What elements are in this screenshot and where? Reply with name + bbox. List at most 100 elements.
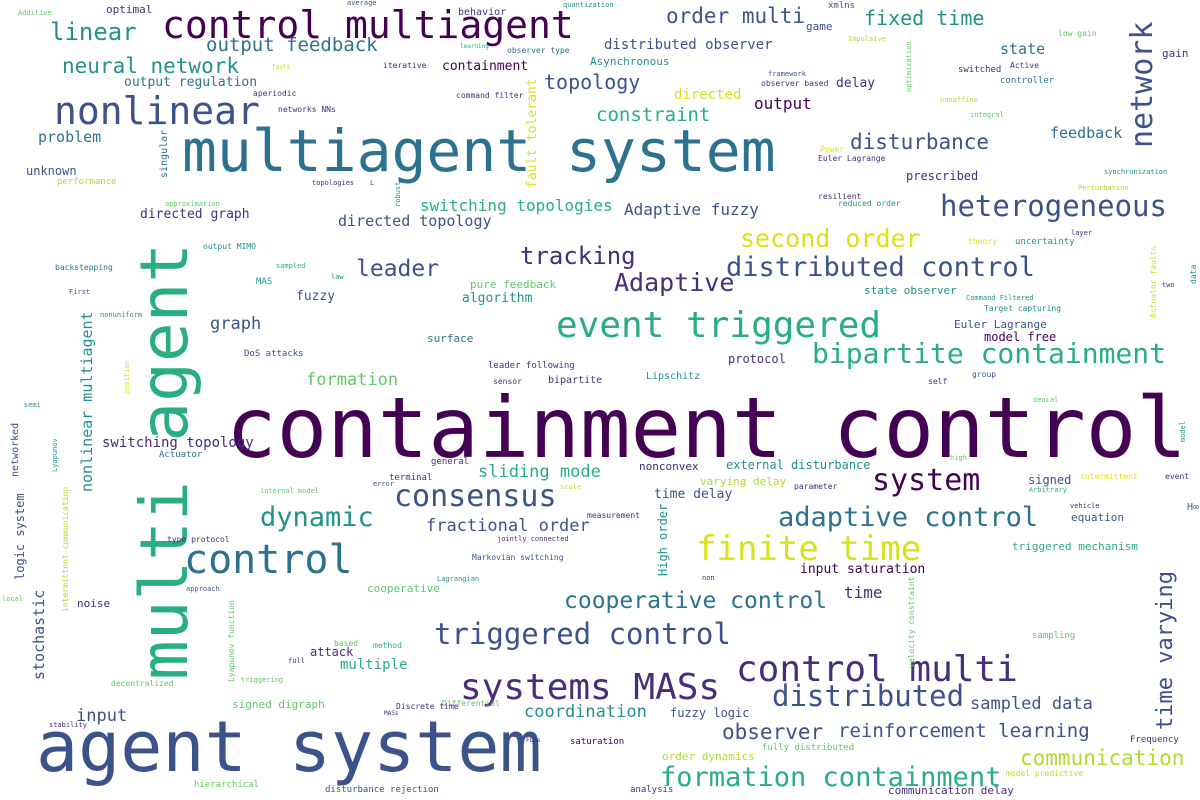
word-attack: attack (310, 645, 354, 659)
word-formation-containment: formation containment (660, 762, 1002, 793)
word-protocol: protocol (728, 352, 786, 366)
word-tracking: tracking (520, 242, 636, 270)
word-controller: controller (1000, 76, 1055, 86)
word-stability: stability (49, 721, 87, 729)
word-fully-distributed: fully distributed (762, 743, 855, 753)
word-intermittent-communication: intermittent communication (61, 486, 70, 612)
word-unknown: unknown (26, 164, 77, 178)
word-semi: semi (24, 401, 41, 409)
word-cooperative-control: cooperative control (564, 588, 828, 614)
word-order-multi: order multi (666, 4, 806, 28)
word-system: system (872, 463, 981, 498)
word-triggering: triggering (241, 676, 284, 684)
word-consensus: consensus (394, 479, 557, 514)
word-iterative: iterative (383, 61, 427, 70)
word-aperiodic: aperiodic (253, 89, 297, 98)
word-sampling: sampling (1032, 631, 1076, 641)
word-synchronization: synchronization (1104, 168, 1168, 176)
word-target-capturing: Target capturing (984, 304, 1062, 313)
word-euler-lagrange-small: Euler Lagrange (818, 154, 886, 163)
word-xmlns: xmlns (828, 1, 856, 11)
word-non: non (702, 574, 715, 582)
word-sampled-data: sampled data (970, 694, 1093, 714)
word-order-dynamics: order dynamics (662, 750, 755, 763)
word-fuzzy-logic: fuzzy logic (670, 706, 750, 720)
word-delay: delay (836, 76, 876, 91)
word-differential: Differential (442, 699, 500, 708)
word-noise: noise (77, 597, 111, 610)
word-method: method (373, 641, 402, 650)
word-singular: singular (159, 129, 170, 178)
word-integral: integral (970, 111, 1004, 119)
word-topologies: topologies (312, 179, 355, 187)
word-time-varying: time varying (1153, 571, 1178, 730)
word-h-infinity: H∞ (1187, 502, 1200, 513)
word-networked: networked (10, 422, 21, 477)
word-dynamic: dynamic (260, 502, 374, 533)
word-switched: switched (958, 65, 1002, 75)
word-surface: surface (427, 332, 474, 345)
word-model-free: model free (984, 330, 1057, 344)
word-triggered-mechanism: triggered mechanism (1012, 540, 1138, 553)
word-game: game (806, 20, 833, 33)
word-disturbance-rejection: disturbance rejection (325, 785, 439, 795)
word-command-filter: command filter (456, 91, 524, 100)
word-disturbance: disturbance (850, 130, 990, 154)
word-fault-tolerant: fault tolerant (525, 78, 540, 188)
word-high-order: High order (656, 503, 670, 576)
word-time: time (844, 583, 883, 602)
word-logic-system: logic system (13, 493, 27, 580)
word-multiple: multiple (340, 657, 408, 673)
word-type-protocol: type protocol (167, 535, 230, 544)
word-general: general (431, 457, 469, 467)
word-adaptive-control: adaptive control (778, 502, 1039, 533)
word-reinforcement-learning: reinforcement learning (838, 720, 1090, 742)
word-gain: gain (1162, 47, 1189, 60)
word-sensor: sensor (493, 377, 522, 386)
word-directed-graph: directed graph (140, 207, 250, 222)
word-flss: FLSs (526, 737, 541, 744)
word-event: event (1165, 472, 1190, 481)
word-fixed-time: fixed time (864, 6, 985, 30)
word-optimization: optimization (905, 41, 913, 92)
word-model: model (1179, 420, 1187, 442)
word-full: full (288, 657, 305, 665)
word-bipartite-containment: bipartite containment (812, 337, 1167, 370)
word-output-mimo: output MIMO (203, 242, 256, 251)
word-fractional-order: fractional order (426, 516, 590, 536)
word-model-predictive: model predictive (1006, 769, 1084, 778)
word-distributed-observer: distributed observer (604, 37, 773, 53)
word-multiagent-system: multiagent system (182, 117, 776, 185)
word-control: control (184, 537, 353, 583)
word-input: input (76, 706, 128, 726)
word-measurement: measurement (587, 511, 640, 520)
word-multi-agent: multi agent (126, 242, 203, 680)
word-observer-based: observer based (761, 79, 829, 88)
word-first: First (69, 288, 91, 296)
word-hierarchical: hierarchical (194, 780, 260, 790)
word-distributed-control: distributed control (726, 252, 1035, 283)
word-lyapunov: Lyapunov (51, 438, 59, 472)
word-additive: Additive (18, 9, 52, 17)
word-lyapunov-function: Lyapunov function (227, 600, 236, 682)
word-coordination: coordination (524, 702, 647, 722)
word-frequency: Frequency (1130, 735, 1179, 745)
word-signed: signed (1028, 473, 1072, 487)
word-second-order: second order (740, 224, 921, 253)
word-event-triggered: event triggered (556, 305, 882, 346)
word-law: law (331, 273, 344, 281)
word-finite-time: finite time (696, 529, 922, 569)
word-containment-control: containment control (226, 379, 1187, 477)
word-power: Power (820, 145, 845, 154)
word-error: error (373, 480, 395, 488)
word-agent-system: agent system (36, 706, 542, 788)
word-sampled: sampled (276, 262, 306, 270)
word-time-delay: time delay (654, 487, 733, 502)
word-average: average (347, 0, 377, 7)
word-observer-type: observer type (507, 46, 570, 55)
word-heterogeneous: heterogeneous (940, 189, 1167, 223)
word-two: two (1162, 281, 1175, 289)
word-communication-delay: communication delay (888, 784, 1014, 797)
word-external-disturbance: external disturbance (726, 458, 871, 472)
word-impulsive: Impulsive (848, 35, 886, 43)
